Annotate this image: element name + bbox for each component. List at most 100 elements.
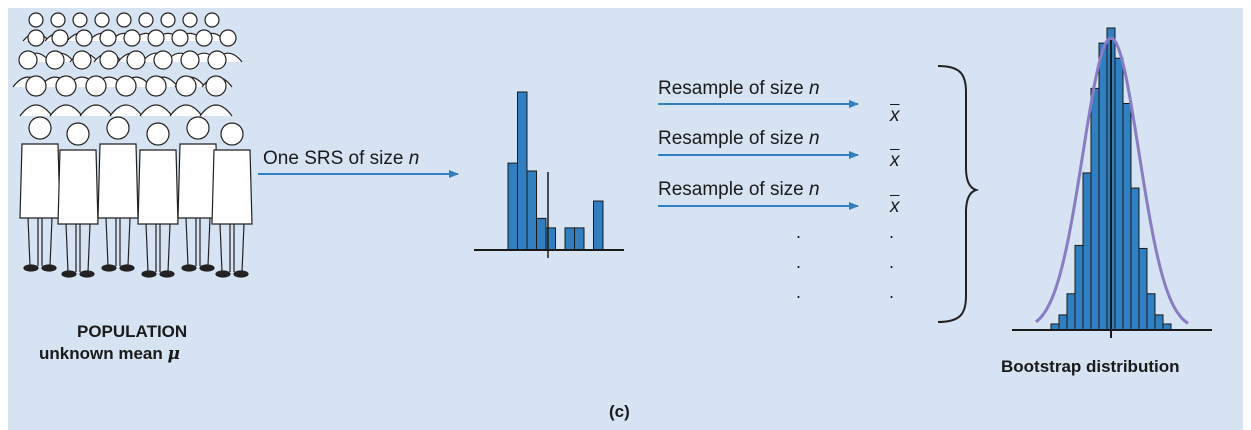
person-head	[66, 122, 90, 146]
xbar-2: x	[890, 150, 900, 171]
bootstrap-bar	[1122, 103, 1132, 331]
person-head	[27, 29, 45, 47]
person-shoe	[199, 264, 215, 272]
person-shoulders	[139, 104, 173, 117]
ellipsis-dot: .	[889, 222, 895, 242]
person-head	[116, 12, 132, 28]
person-head	[180, 50, 200, 70]
person-head	[28, 12, 44, 28]
person-legs	[65, 223, 91, 273]
ellipsis-dot: .	[796, 282, 802, 302]
person-head	[171, 29, 189, 47]
person-head	[205, 75, 227, 97]
sample-bar	[517, 91, 528, 251]
person-shoulders	[199, 104, 233, 117]
sample-bar	[593, 200, 604, 251]
crowd-illustration	[12, 12, 253, 278]
ellipsis-dot: .	[796, 252, 802, 272]
person-legs	[145, 223, 171, 273]
bootstrap-bar	[1066, 293, 1076, 331]
sample-histogram	[474, 91, 624, 258]
bootstrap-bar	[1082, 172, 1092, 331]
person-torso	[211, 149, 253, 225]
person-head	[72, 50, 92, 70]
resample-label-3: Resample of size n	[658, 179, 820, 200]
person-legs	[105, 217, 131, 267]
sample-bar	[536, 217, 547, 251]
curly-brace-icon	[937, 65, 980, 323]
xbar-3: x	[890, 196, 900, 217]
person-head	[25, 75, 47, 97]
xbar-1: x	[890, 105, 900, 126]
person-head	[123, 29, 141, 47]
person-head	[146, 122, 170, 146]
person-shoe	[79, 270, 95, 278]
ellipsis-dot: .	[889, 252, 895, 272]
resample-label-1: Resample of size n	[658, 78, 820, 99]
person-legs	[185, 217, 211, 267]
bootstrap-bar	[1074, 244, 1084, 331]
person-head	[138, 12, 154, 28]
sample-bar	[526, 170, 537, 251]
person-shoe	[61, 270, 77, 278]
bootstrap-bar	[1058, 314, 1068, 331]
bootstrap-histogram	[1012, 27, 1212, 338]
person-legs	[219, 223, 245, 273]
person-shoe	[41, 264, 57, 272]
person-shoe	[23, 264, 39, 272]
person-head	[186, 116, 210, 140]
person-head	[99, 50, 119, 70]
bootstrap-bar	[1138, 247, 1148, 331]
person-shoulders	[19, 104, 53, 117]
person-head	[51, 29, 69, 47]
person-head	[94, 12, 110, 28]
person-head	[28, 116, 52, 140]
person-head	[145, 75, 167, 97]
bootstrap-bar	[1098, 42, 1108, 331]
person-torso	[137, 149, 179, 225]
person-head	[50, 12, 66, 28]
person-shoe	[233, 270, 249, 278]
person-head	[195, 29, 213, 47]
bootstrap-label: Bootstrap distribution	[1001, 357, 1180, 376]
person-shoulders	[109, 104, 143, 117]
person-head	[175, 75, 197, 97]
population-title: POPULATION	[77, 322, 188, 341]
bootstrap-bar	[1130, 187, 1140, 331]
person-head	[18, 50, 38, 70]
person-head	[126, 50, 146, 70]
sample-bar	[564, 227, 575, 251]
bootstrap-bar	[1114, 57, 1124, 331]
person-head	[75, 29, 93, 47]
person-head	[153, 50, 173, 70]
person-shoulders	[49, 104, 83, 117]
person-shoe	[119, 264, 135, 272]
person-head	[207, 50, 227, 70]
person-head	[219, 29, 237, 47]
person-head	[115, 75, 137, 97]
population-subtitle: unknown mean μ	[39, 344, 180, 364]
bootstrap-bar	[1154, 314, 1164, 331]
person-head	[160, 12, 176, 28]
person-shoe	[101, 264, 117, 272]
person-head	[99, 29, 117, 47]
person-head	[220, 122, 244, 146]
sample-bar	[507, 162, 518, 251]
ellipsis-dot: .	[889, 282, 895, 302]
person-shoe	[141, 270, 157, 278]
person-shoe	[181, 264, 197, 272]
person-shoe	[215, 270, 231, 278]
bootstrap-bar	[1090, 87, 1100, 331]
person-torso	[57, 149, 99, 225]
person-head	[204, 12, 220, 28]
srs-label: One SRS of size n	[263, 148, 420, 169]
normal-curve	[1035, 36, 1189, 325]
person-head	[182, 12, 198, 28]
person-head	[45, 50, 65, 70]
ellipsis-dot: .	[796, 222, 802, 242]
person-head	[85, 75, 107, 97]
bootstrap-bar	[1146, 293, 1156, 331]
person-legs	[27, 217, 53, 267]
person-head	[147, 29, 165, 47]
